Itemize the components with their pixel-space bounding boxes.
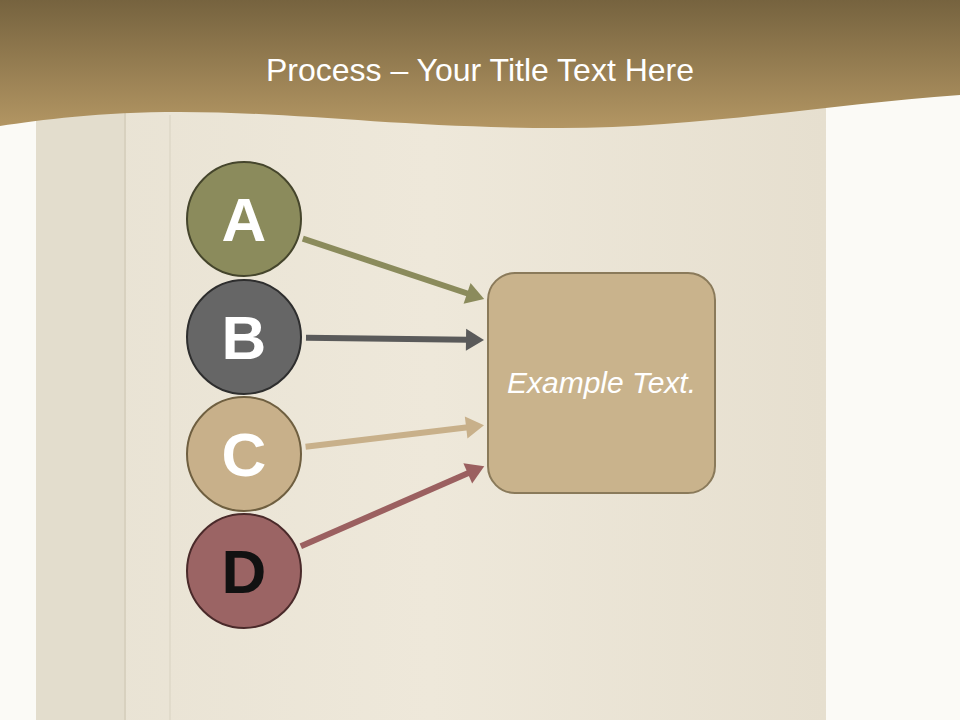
arrow-shaft xyxy=(306,427,469,446)
arrow-head xyxy=(466,329,484,351)
paper-bag xyxy=(36,100,826,720)
arrow-head xyxy=(465,417,484,439)
flow-arrow xyxy=(301,463,484,546)
flow-arrow xyxy=(306,329,484,351)
arrow-shaft xyxy=(303,239,469,294)
step-circle: D xyxy=(186,513,302,629)
step-circle: C xyxy=(186,396,302,512)
step-letter: B xyxy=(222,302,267,373)
slide-title: Process – Your Title Text Here xyxy=(40,52,920,89)
step-letter: C xyxy=(222,419,267,490)
arrow-shaft xyxy=(301,473,470,547)
box-text: Example Text. xyxy=(507,361,696,405)
flow-arrow xyxy=(306,417,484,447)
arrow-shaft xyxy=(306,338,468,340)
step-letter: D xyxy=(222,536,267,607)
arrow-head xyxy=(464,283,485,304)
title-band xyxy=(0,0,960,128)
step-letter: A xyxy=(222,184,267,255)
flow-arrow xyxy=(303,239,484,304)
step-circle: A xyxy=(186,161,302,277)
bag-side xyxy=(36,100,125,720)
result-box: Example Text. xyxy=(487,272,716,494)
bag-fold xyxy=(169,115,171,720)
arrow-head xyxy=(463,463,484,483)
bag-fold xyxy=(124,110,126,720)
step-circle: B xyxy=(186,279,302,395)
